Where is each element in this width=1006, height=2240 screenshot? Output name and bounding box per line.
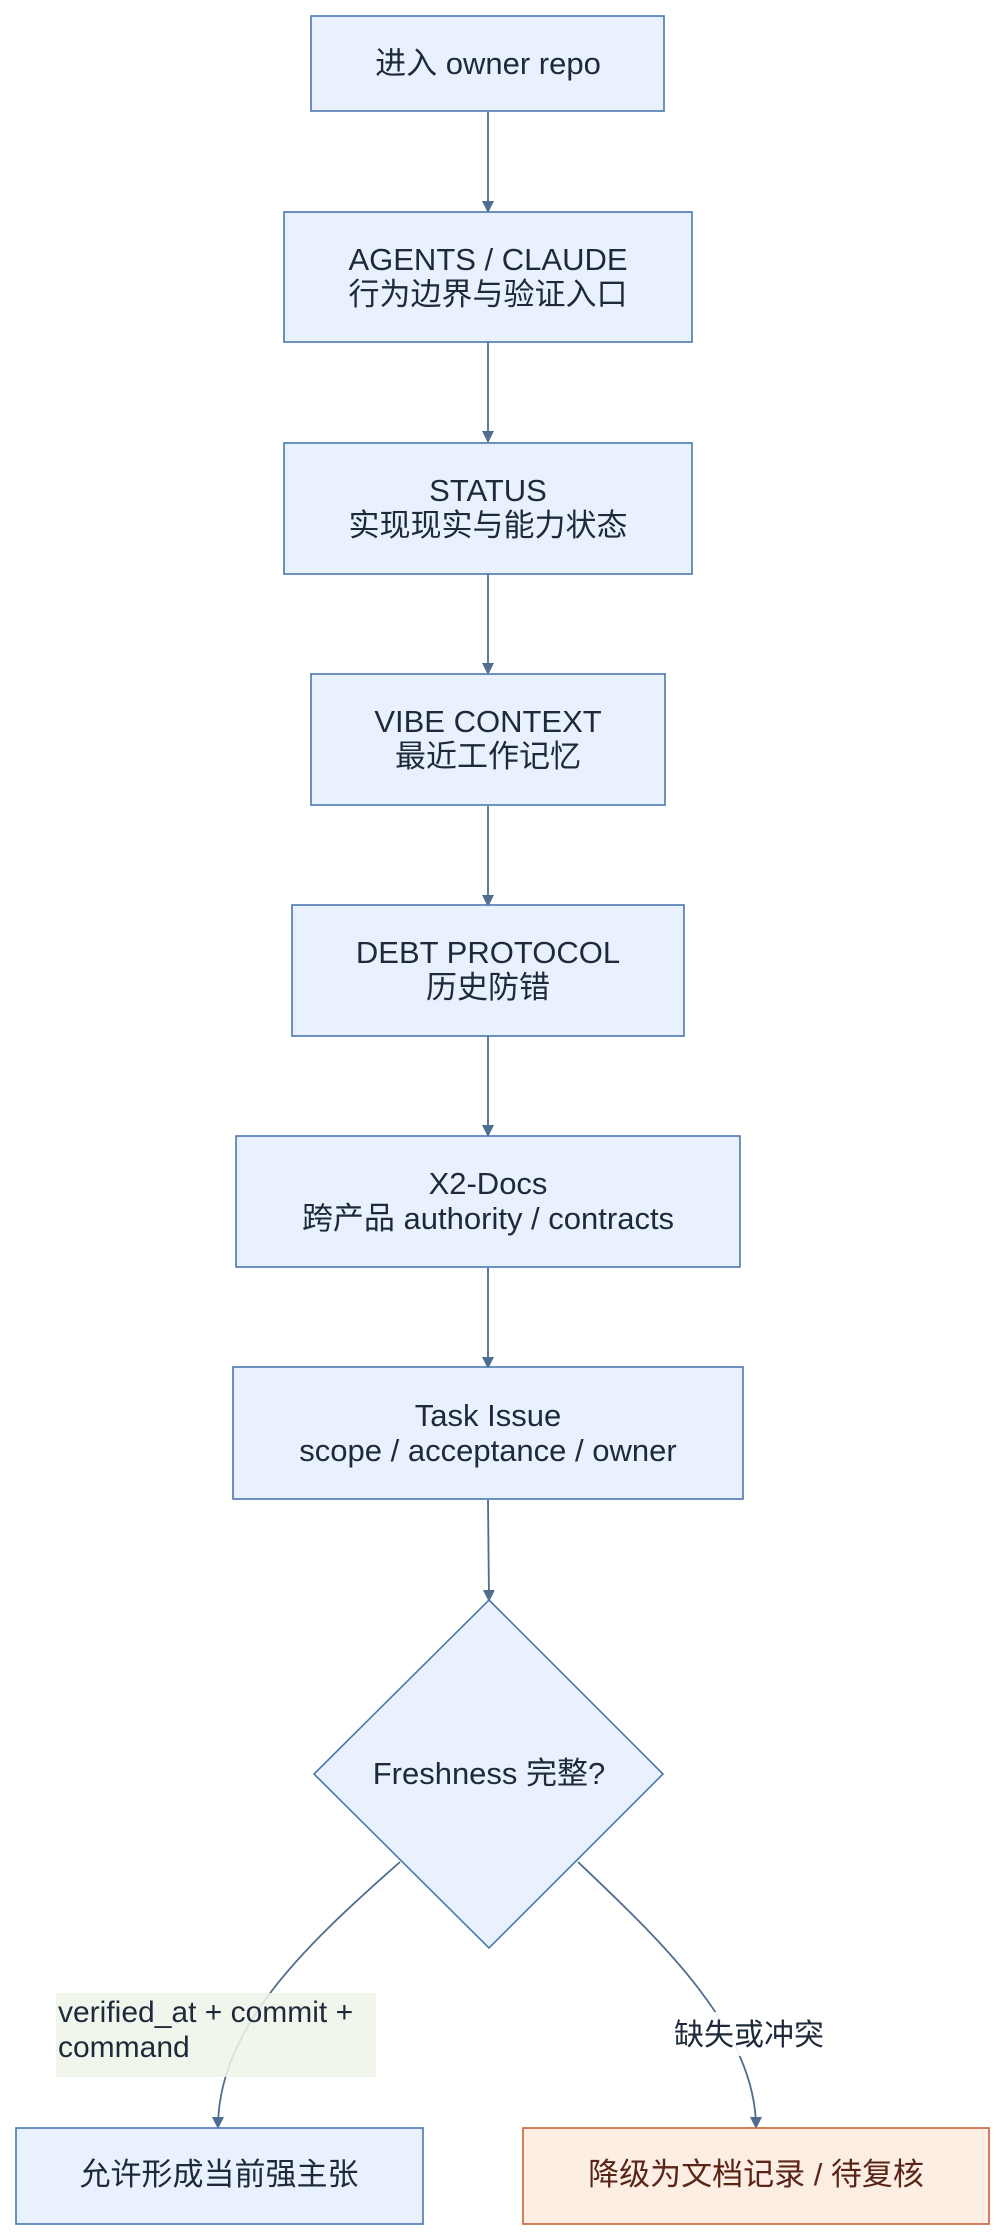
- node-status-line2: 实现现实与能力状态: [349, 508, 628, 543]
- node-task-line2: scope / acceptance / owner: [299, 1433, 676, 1468]
- node-downgrade: 降级为文档记录 / 待复核: [522, 2127, 990, 2225]
- node-agents-line2: 行为边界与验证入口: [349, 277, 628, 312]
- edge-label-yes-line2: command: [58, 2031, 190, 2064]
- node-x2docs-line2: 跨产品 authority / contracts: [302, 1201, 674, 1236]
- edge-freshness-yes: [212, 1861, 401, 2129]
- node-vibe-line2: 最近工作记忆: [395, 739, 581, 774]
- edge-label-yes: verified_at + commit + command: [56, 1993, 376, 2077]
- node-downgrade-label: 降级为文档记录 / 待复核: [588, 2157, 924, 2192]
- node-x2docs-line1: X2-Docs: [429, 1166, 548, 1201]
- node-debt-line2: 历史防错: [426, 970, 550, 1005]
- edge-task-to-freshness: [482, 1499, 495, 1602]
- edge-label-no: 缺失或冲突: [672, 2012, 832, 2056]
- node-enter-repo: 进入 owner repo: [310, 15, 665, 112]
- decision-freshness: Freshness 完整?: [312, 1598, 665, 1950]
- node-enter-repo-label: 进入 owner repo: [375, 46, 601, 81]
- node-x2-docs: X2-Docs 跨产品 authority / contracts: [235, 1135, 741, 1268]
- decision-freshness-label: Freshness 完整?: [373, 1756, 606, 1791]
- node-task-line1: Task Issue: [415, 1398, 561, 1433]
- node-status-line1: STATUS: [429, 473, 547, 508]
- node-debt-line1: DEBT PROTOCOL: [356, 935, 620, 970]
- node-allow-claim: 允许形成当前强主张: [15, 2127, 424, 2225]
- node-allow-label: 允许形成当前强主张: [80, 2157, 359, 2192]
- node-task-issue: Task Issue scope / acceptance / owner: [232, 1366, 744, 1500]
- node-agents: AGENTS / CLAUDE 行为边界与验证入口: [283, 211, 693, 343]
- edge-freshness-no: [577, 1861, 762, 2129]
- edge-label-no-text: 缺失或冲突: [674, 2019, 824, 2052]
- node-vibe-line1: VIBE CONTEXT: [374, 704, 601, 739]
- node-vibe-context: VIBE CONTEXT 最近工作记忆: [310, 673, 666, 806]
- node-agents-line1: AGENTS / CLAUDE: [348, 242, 627, 277]
- edge-label-yes-line1: verified_at + commit +: [58, 1996, 353, 2029]
- node-debt-protocol: DEBT PROTOCOL 历史防错: [291, 904, 685, 1037]
- node-status: STATUS 实现现实与能力状态: [283, 442, 693, 575]
